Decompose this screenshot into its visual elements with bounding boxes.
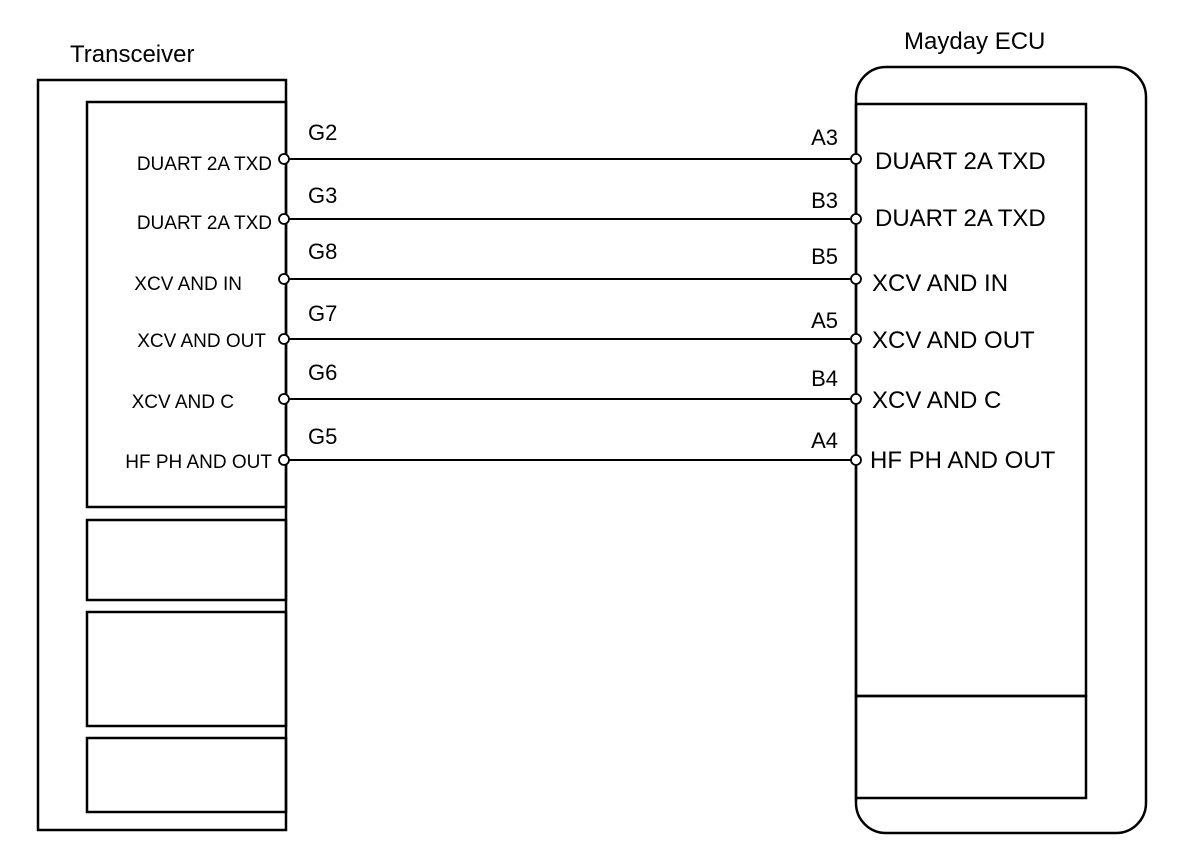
transceiver-blank-box (85, 736, 288, 814)
transceiver-terminal (278, 393, 290, 405)
wire-from-pin: G2 (308, 120, 337, 145)
transceiver-blank-box (85, 610, 288, 728)
ecu-component: Mayday ECU DUART 2A TXD DUART 2A TXD XCV… (854, 28, 1148, 835)
ecu-blank-box (854, 694, 1088, 800)
ecu-terminal (850, 454, 862, 466)
wire-g7-a5: G7 A5 (278, 301, 862, 345)
transceiver-terminal (278, 213, 290, 225)
wire-to-pin: B5 (811, 244, 838, 269)
transceiver-pin-label: XCV AND C (132, 392, 234, 413)
transceiver-terminal (278, 454, 290, 466)
ecu-terminal (850, 153, 862, 165)
wire-to-pin: A5 (811, 308, 838, 333)
wire-from-pin: G3 (308, 183, 337, 208)
ecu-pin-label: XCV AND C (872, 387, 1001, 414)
ecu-pin-label: HF PH AND OUT (870, 447, 1056, 474)
wire-to-pin: A3 (811, 125, 838, 150)
ecu-terminal (850, 213, 862, 225)
transceiver-terminal (278, 153, 290, 165)
wire-g6-b4: G6 B4 (278, 360, 862, 405)
transceiver-pin-label: DUART 2A TXD (137, 213, 272, 234)
transceiver-pin-label: HF PH AND OUT (125, 452, 272, 473)
ecu-pin-label: XCV AND OUT (872, 327, 1035, 354)
wire-to-pin: A4 (811, 428, 838, 453)
transceiver-pin-label: XCV AND IN (134, 274, 242, 295)
transceiver-pin-label: XCV AND OUT (137, 331, 266, 352)
wire-g2-a3: G2 A3 (278, 120, 862, 165)
ecu-terminal (850, 273, 862, 285)
wire-to-pin: B3 (811, 188, 838, 213)
transceiver-terminal (278, 333, 290, 345)
wire-g3-b3: G3 B3 (278, 183, 862, 225)
ecu-terminal (850, 333, 862, 345)
ecu-pin-label: DUART 2A TXD (875, 148, 1046, 175)
wire-from-pin: G6 (308, 360, 337, 385)
wire-g8-b5: G8 B5 (278, 239, 862, 285)
transceiver-terminal (278, 273, 290, 285)
wire-g5-a4: G5 A4 (278, 424, 862, 466)
transceiver-connector-box (85, 100, 288, 509)
transceiver-pin-label: DUART 2A TXD (137, 154, 272, 175)
ecu-pin-label: DUART 2A TXD (875, 205, 1046, 232)
wire-to-pin: B4 (811, 366, 838, 391)
transceiver-title: Transceiver (70, 41, 194, 68)
ecu-title: Mayday ECU (904, 28, 1045, 55)
ecu-terminal (850, 393, 862, 405)
transceiver-component: Transceiver DUART 2A TXD DUART 2A TXD XC… (36, 41, 288, 832)
ecu-pin-label: XCV AND IN (872, 270, 1008, 297)
transceiver-blank-box (85, 518, 288, 602)
wire-from-pin: G8 (308, 239, 337, 264)
wire-from-pin: G7 (308, 301, 337, 326)
wire-from-pin: G5 (308, 424, 337, 449)
